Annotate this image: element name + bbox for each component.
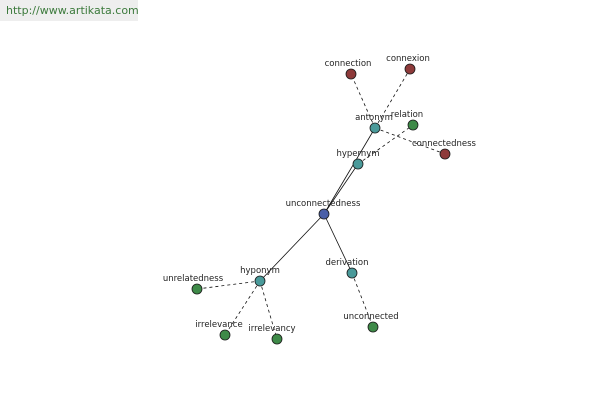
node-label-derivation: derivation <box>325 258 368 268</box>
node-relation[interactable]: relation <box>391 110 423 131</box>
node-dot-hypernym[interactable] <box>352 158 364 170</box>
node-dot-hyponym[interactable] <box>254 275 266 287</box>
edge-hypernym-relation <box>357 124 414 165</box>
node-label-unrelatedness: unrelatedness <box>163 274 224 284</box>
node-dot-unconnectedness[interactable] <box>318 208 330 220</box>
node-unrelatedness[interactable]: unrelatedness <box>163 274 224 295</box>
node-label-unconnected: unconnected <box>343 312 398 322</box>
node-dot-connectedness[interactable] <box>439 148 451 160</box>
edge-unconnectedness-hyponym <box>259 213 325 282</box>
node-unconnectedness[interactable]: unconnectedness <box>286 199 361 220</box>
node-unconnected[interactable]: unconnected <box>343 312 399 333</box>
node-dot-connexion[interactable] <box>404 63 416 75</box>
node-dot-unconnected[interactable] <box>367 321 379 333</box>
node-derivation[interactable]: derivation <box>325 258 369 279</box>
node-connexion[interactable]: connexion <box>386 54 430 75</box>
node-dot-derivation[interactable] <box>346 267 358 279</box>
node-label-irrelevance: irrelevance <box>195 320 242 330</box>
node-label-connectedness: connectedness <box>412 139 477 149</box>
edge-antonym-connection <box>350 73 376 129</box>
edge-hyponym-irrelevance <box>224 280 261 336</box>
node-dot-irrelevancy[interactable] <box>271 333 283 345</box>
edge-hyponym-unrelatedness <box>196 280 261 290</box>
node-hyponym[interactable]: hyponym <box>240 266 280 287</box>
graph-edges <box>196 68 446 340</box>
node-irrelevancy[interactable]: irrelevancy <box>248 324 296 345</box>
edge-hyponym-irrelevancy <box>259 280 278 340</box>
node-hypernym[interactable]: hypernym <box>336 149 380 170</box>
node-label-antonym: antonym <box>355 113 393 123</box>
node-dot-relation[interactable] <box>407 119 419 131</box>
node-label-unconnectedness: unconnectedness <box>286 199 361 209</box>
watermark-url: http://www.artikata.com <box>0 0 139 21</box>
node-dot-unrelatedness[interactable] <box>191 283 203 295</box>
node-label-hyponym: hyponym <box>240 266 280 276</box>
edge-antonym-connectedness <box>374 127 446 155</box>
edge-unconnectedness-antonym <box>323 127 376 215</box>
node-dot-antonym[interactable] <box>369 122 381 134</box>
node-irrelevance[interactable]: irrelevance <box>195 320 243 341</box>
node-label-connection: connection <box>325 59 372 69</box>
node-dot-irrelevance[interactable] <box>219 329 231 341</box>
node-label-connexion: connexion <box>386 54 430 64</box>
node-connection[interactable]: connection <box>325 59 372 80</box>
node-connectedness[interactable]: connectedness <box>412 139 477 160</box>
node-dot-connection[interactable] <box>345 68 357 80</box>
edge-unconnectedness-hypernym <box>323 163 359 215</box>
edge-unconnectedness-derivation <box>323 213 353 274</box>
node-label-hypernym: hypernym <box>336 149 379 159</box>
node-label-irrelevancy: irrelevancy <box>248 324 295 334</box>
node-label-relation: relation <box>391 110 423 120</box>
graph-nodes: unconnectedness antonym hypernym hyponym der… <box>163 54 477 345</box>
node-antonym[interactable]: antonym <box>355 113 393 134</box>
edge-derivation-unconnected <box>351 272 374 328</box>
